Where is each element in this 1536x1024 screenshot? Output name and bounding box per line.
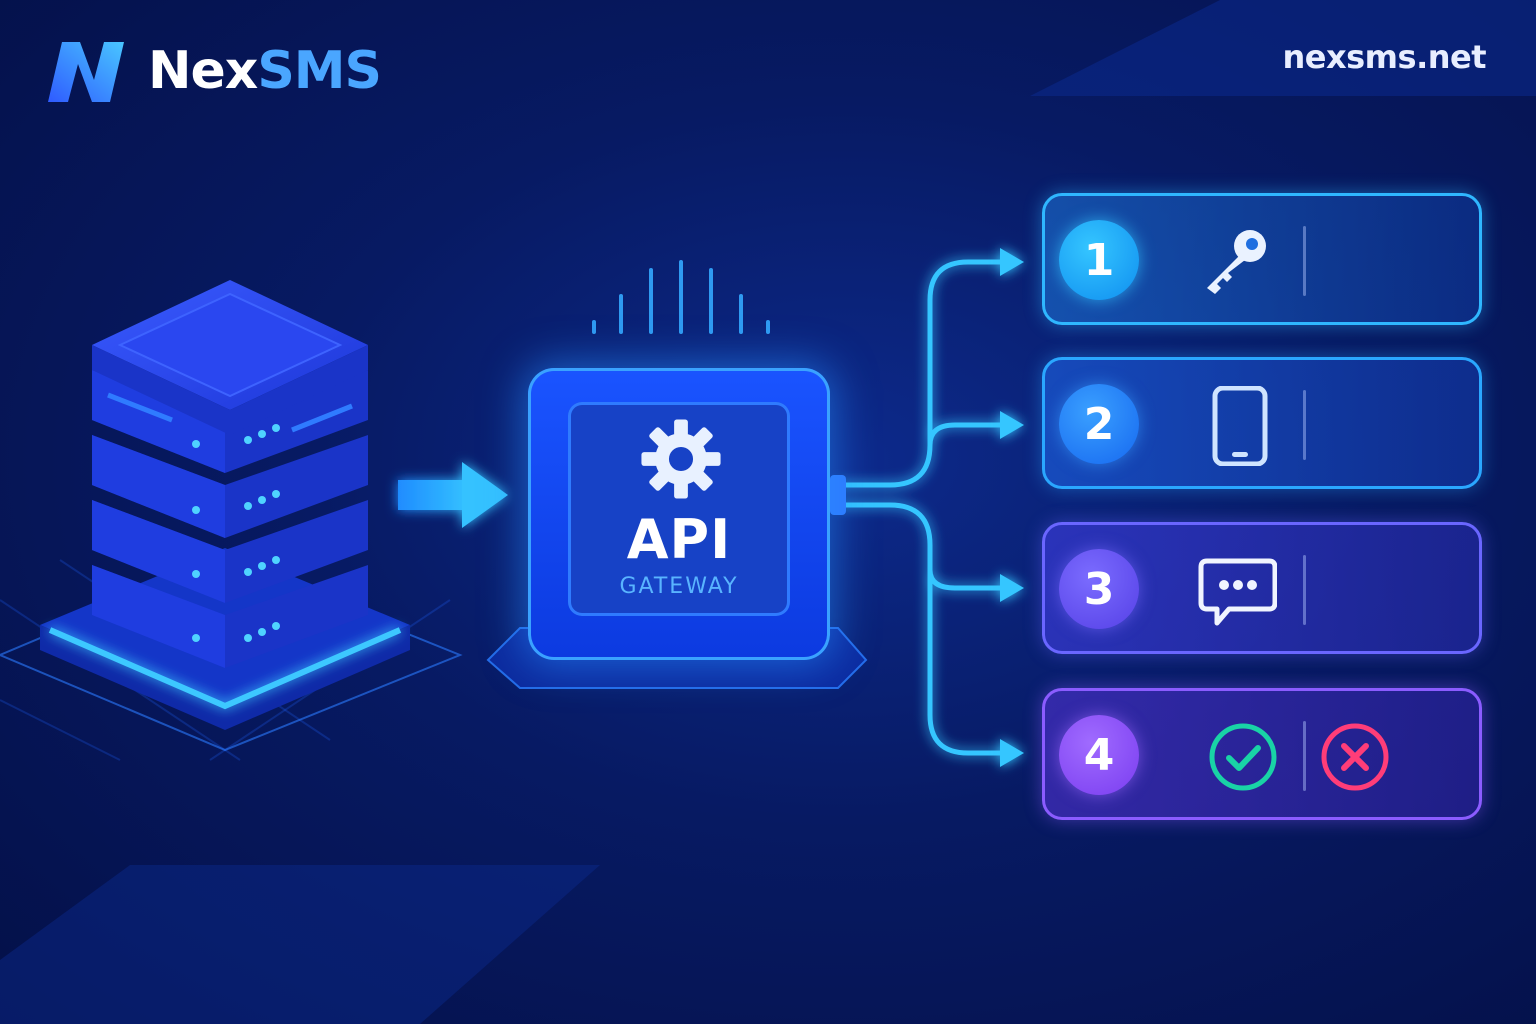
api-gateway-box: API GATEWAY <box>528 368 830 660</box>
step-number-1: 1 <box>1059 220 1139 300</box>
gear-icon <box>641 419 721 499</box>
server-stack-icon <box>0 280 463 752</box>
key-icon <box>1207 230 1266 294</box>
card-divider <box>1303 226 1306 296</box>
step-card-3[interactable]: 3 <box>1042 522 1482 654</box>
website-link[interactable]: nexsms.net <box>1282 38 1487 76</box>
gateway-subtitle: GATEWAY <box>619 574 739 599</box>
step-number-3: 3 <box>1059 549 1139 629</box>
brand-name-part2: SMS <box>257 41 382 101</box>
step-card-4[interactable]: 4 <box>1042 688 1482 820</box>
check-circle-icon <box>1209 723 1277 791</box>
card-divider <box>1303 721 1306 791</box>
brand-name: NexSMS <box>148 45 382 97</box>
logo-mark-icon <box>48 42 124 102</box>
branch-connectors <box>835 259 1008 756</box>
step-card-2[interactable]: 2 <box>1042 357 1482 489</box>
step-number-4: 4 <box>1059 715 1139 795</box>
step-card-1[interactable]: 1 <box>1042 193 1482 325</box>
x-circle-icon <box>1321 723 1389 791</box>
branch-arrowheads <box>1000 248 1024 767</box>
signal-lines <box>592 260 770 334</box>
card-divider <box>1303 555 1306 625</box>
arrow-to-gateway <box>398 462 508 528</box>
chat-bubble-icon <box>1198 558 1277 626</box>
card-divider <box>1303 390 1306 460</box>
gateway-title: API <box>626 508 732 571</box>
brand-name-part1: Nex <box>148 41 258 101</box>
gateway-port <box>830 475 846 515</box>
smartphone-icon <box>1212 386 1268 466</box>
brand-logo[interactable]: NexSMS <box>46 38 382 104</box>
step-number-2: 2 <box>1059 384 1139 464</box>
